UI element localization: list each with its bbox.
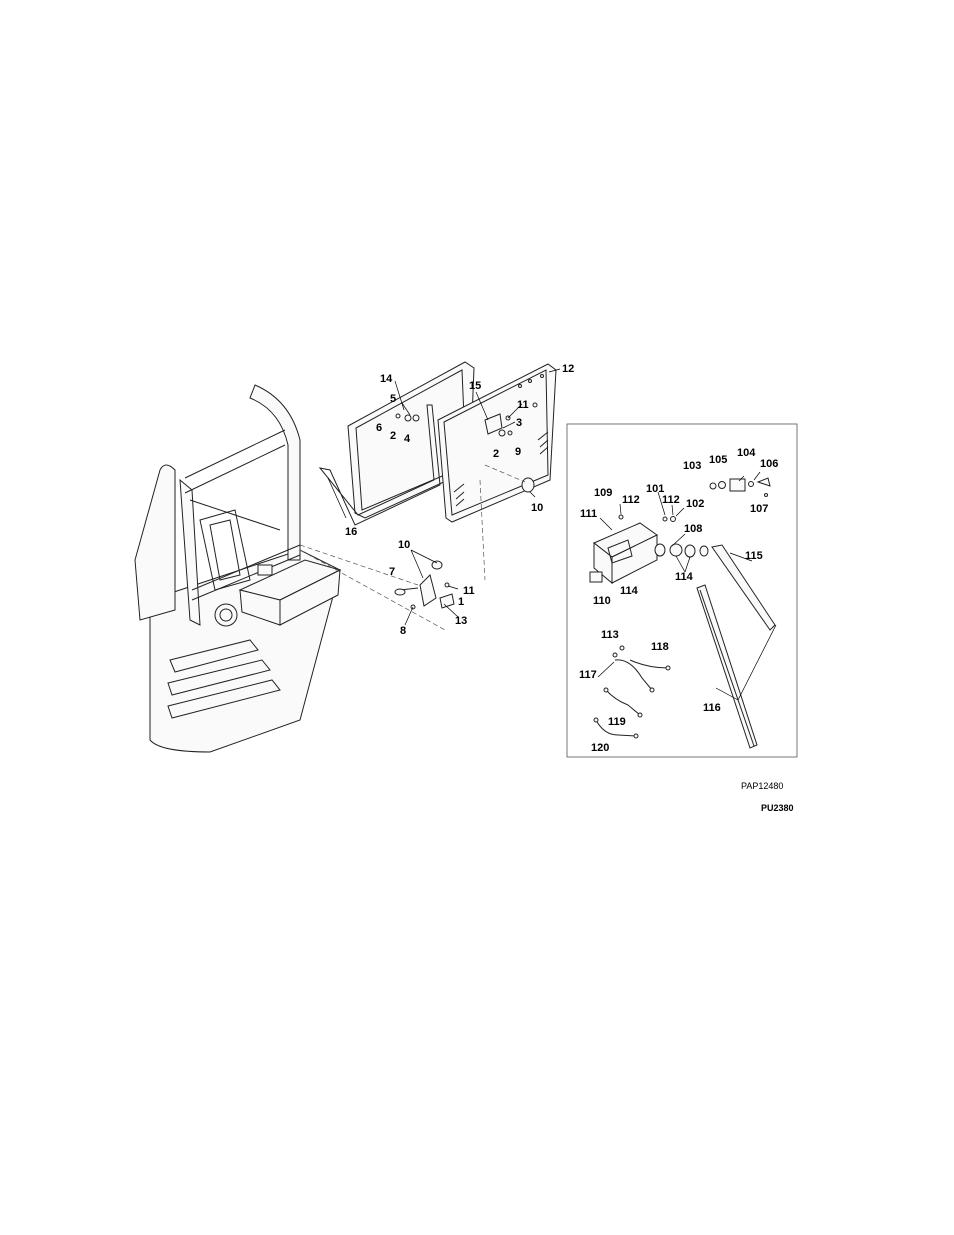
callout-14: 14	[380, 373, 393, 385]
callout-10b: 10	[531, 502, 543, 514]
callout-2a: 2	[390, 430, 396, 442]
door-glass-assembly	[320, 362, 556, 525]
callout-10a: 10	[398, 539, 410, 551]
callout-11a: 11	[517, 399, 529, 411]
callout-120: 120	[591, 742, 609, 754]
callout-16: 16	[345, 526, 357, 538]
callout-4: 4	[404, 433, 411, 445]
figure-code: PAP12480	[741, 781, 783, 791]
callout-110: 110	[593, 595, 611, 607]
callout-109: 109	[594, 487, 612, 499]
callout-1: 1	[458, 596, 464, 608]
callout-113: 113	[601, 629, 619, 641]
callout-108: 108	[684, 523, 702, 535]
callout-114b: 114	[675, 571, 694, 583]
callout-111: 111	[580, 508, 597, 520]
callout-7: 7	[389, 566, 395, 578]
callout-104: 104	[737, 447, 756, 459]
latch-assembly	[395, 561, 454, 609]
callout-15: 15	[469, 380, 481, 392]
callout-2b: 2	[493, 448, 499, 460]
callout-119: 119	[608, 716, 626, 728]
callout-8: 8	[400, 625, 406, 637]
page-code: PU2380	[761, 803, 794, 813]
wiper-kit-inset	[567, 424, 797, 757]
callout-6: 6	[376, 422, 382, 434]
callout-112b: 112	[662, 494, 680, 506]
callout-12: 12	[562, 363, 574, 375]
callout-106: 106	[760, 458, 778, 470]
callout-11b: 11	[463, 585, 475, 597]
callout-107: 107	[750, 503, 768, 515]
callout-112a: 112	[622, 494, 640, 506]
callout-102: 102	[686, 498, 704, 510]
callout-117: 117	[579, 669, 597, 681]
callout-13: 13	[455, 615, 467, 627]
callout-9: 9	[515, 446, 521, 458]
callout-116: 116	[703, 702, 721, 714]
callout-115: 115	[745, 550, 763, 562]
callout-3: 3	[516, 417, 522, 429]
callout-118: 118	[651, 641, 669, 653]
callout-103: 103	[683, 460, 701, 472]
cab-body	[135, 385, 340, 752]
callout-5: 5	[390, 393, 396, 405]
callout-114a: 114	[620, 585, 639, 597]
callout-105: 105	[709, 454, 727, 466]
